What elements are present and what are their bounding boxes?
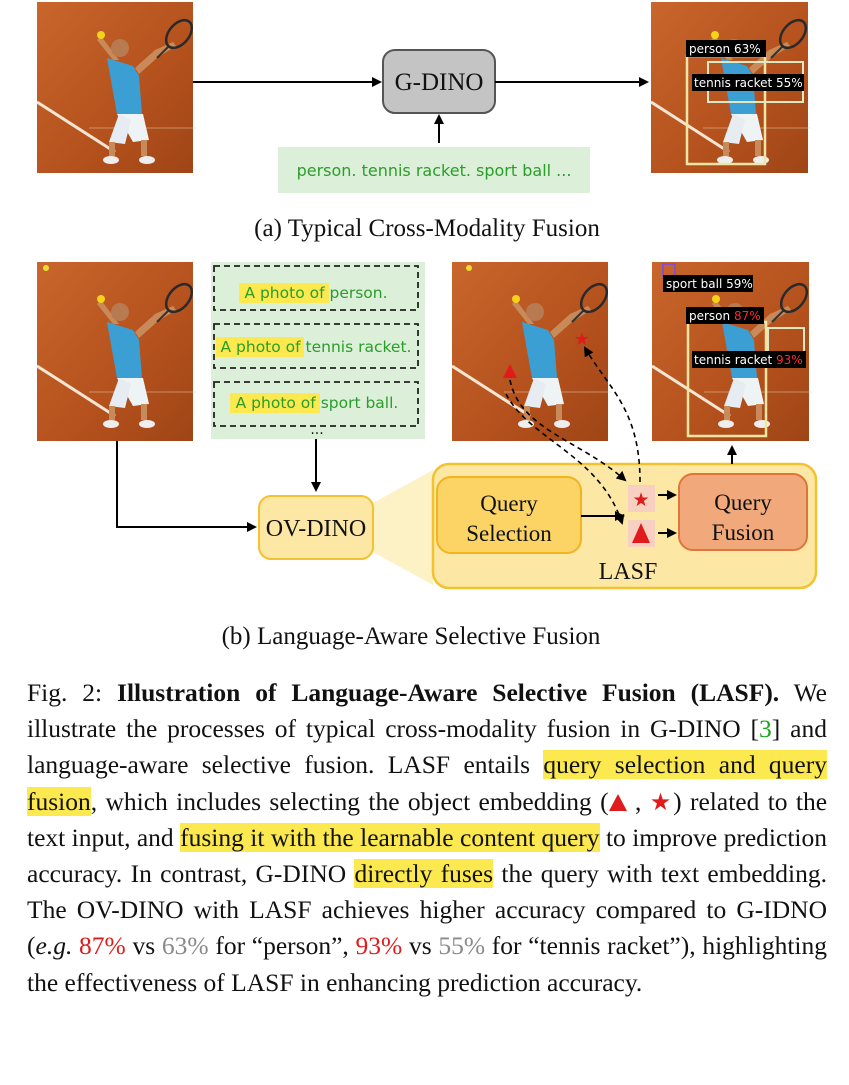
- score-value: 87%: [79, 931, 126, 961]
- gdino-label: G-DINO: [395, 69, 484, 96]
- svg-text:Query: Query: [480, 491, 538, 516]
- tennis-image-a-input: [35, 2, 199, 173]
- svg-text:person 87%: person 87%: [689, 309, 761, 323]
- detection-label: tennis racket 93%: [692, 351, 806, 368]
- figure-caption: Fig. 2: Illustration of Language-Aware S…: [27, 675, 827, 1001]
- svg-text:sport ball 59%: sport ball 59%: [666, 277, 753, 291]
- caption-title: Illustration of Language-Aware Selective…: [117, 678, 780, 707]
- triangle-icon: [608, 793, 627, 811]
- star-marker: ★: [574, 329, 590, 350]
- svg-text:tennis racket 93%: tennis racket 93%: [694, 353, 803, 367]
- tennis-image-a-output: person 63% tennis racket 55%: [649, 2, 813, 173]
- caption-paragraph: Fig. 2: Illustration of Language-Aware S…: [27, 678, 828, 997]
- score-value: 63%: [161, 931, 209, 961]
- tennis-image-b-selected: ★: [450, 262, 614, 441]
- figure-diagram: G-DINO person. tennis racket. sport ball…: [35, 2, 818, 650]
- score-value: 93%: [355, 931, 403, 961]
- figure-label: Fig. 2:: [27, 678, 103, 707]
- subcaption-b: (b) Language-Aware Selective Fusion: [222, 623, 601, 650]
- prompt-sport-ball: A photo of sport ball.: [236, 394, 399, 412]
- prompt-ellipsis: ...: [310, 422, 323, 438]
- arrow: [116, 441, 257, 532]
- triangle-marker: [503, 364, 517, 378]
- detection-label: tennis racket 55%: [692, 74, 804, 91]
- tennis-image-b-output: sport ball 59% person 87% tennis racket …: [650, 262, 814, 441]
- zoom-wedge: [373, 470, 433, 585]
- prompt-tennis-racket: A photo of tennis racket.: [221, 338, 412, 356]
- ovdino-label: OV-DINO: [266, 516, 366, 542]
- gdino-box: G-DINO: [382, 49, 496, 114]
- svg-text:Query: Query: [714, 490, 772, 515]
- detection-label: person 87%: [686, 307, 764, 324]
- svg-text:Selection: Selection: [466, 521, 552, 546]
- triangle-embedding-icon: [632, 523, 650, 543]
- svg-text:person 63%: person 63%: [689, 42, 761, 56]
- svg-text:tennis racket 55%: tennis racket 55%: [694, 76, 803, 90]
- highlight-text: fusing it with the learnable content que…: [180, 822, 600, 852]
- citation-link[interactable]: 3: [759, 714, 772, 744]
- detection-label: person 63%: [686, 40, 766, 57]
- text-prompt-box: person. tennis racket. sport ball ...: [278, 147, 590, 193]
- ovdino-box: OV-DINO: [258, 495, 374, 560]
- query-fusion-box: Query Fusion: [678, 473, 808, 551]
- detection-label: sport ball 59%: [663, 275, 753, 292]
- text-prompt: person. tennis racket. sport ball ...: [297, 161, 572, 180]
- lasf-module: Query Selection Query Fusion LASF ★: [431, 462, 818, 590]
- score-value: 55%: [438, 931, 486, 961]
- dashed-arrow: [583, 346, 641, 483]
- dashed-arrow: [509, 379, 627, 482]
- part-a: G-DINO person. tennis racket. sport ball…: [35, 2, 813, 242]
- dashed-arrow: [505, 393, 625, 525]
- prompt-person: A photo of person.: [244, 284, 387, 302]
- star-icon: ★: [649, 787, 674, 816]
- svg-text:Fusion: Fusion: [712, 520, 775, 545]
- tennis-image-b-input: [35, 262, 199, 441]
- highlight-text: directly fuses: [354, 859, 494, 889]
- query-selection-box: Query Selection: [436, 476, 582, 554]
- part-b: A photo of person. A photo of tennis rac…: [35, 262, 818, 650]
- lasf-label: LASF: [599, 559, 658, 585]
- prompt-panel: A photo of person. A photo of tennis rac…: [211, 262, 425, 439]
- star-embedding-icon: ★: [632, 489, 649, 511]
- subcaption-a: (a) Typical Cross-Modality Fusion: [254, 215, 600, 242]
